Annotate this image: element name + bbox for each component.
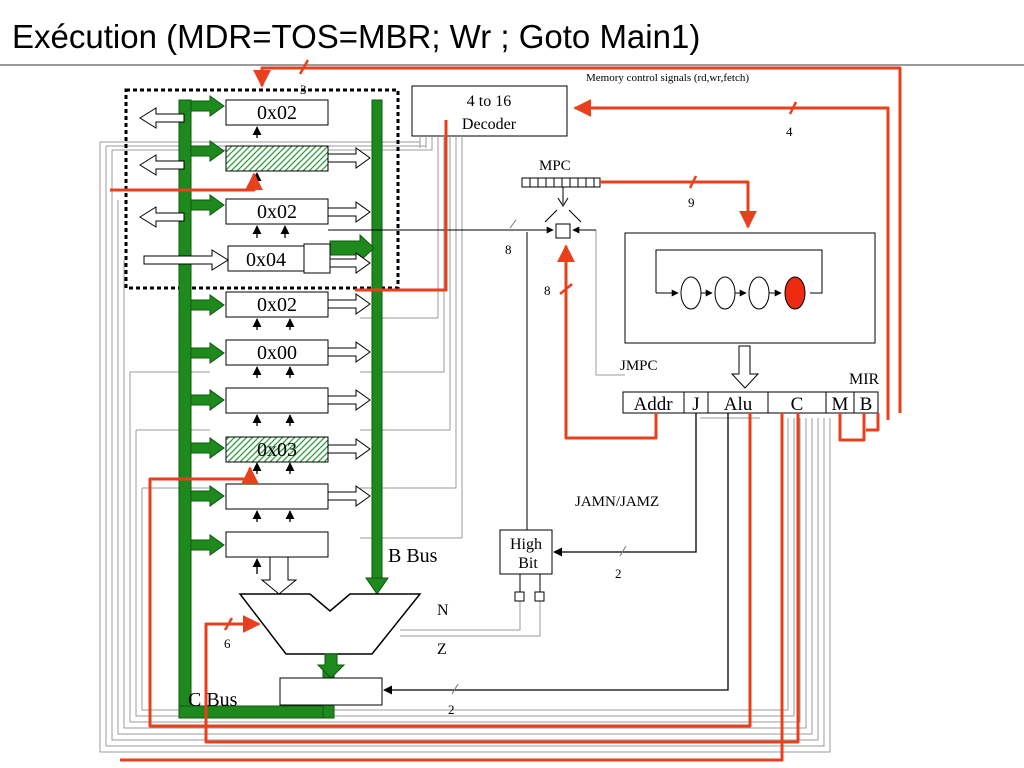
register-opc xyxy=(225,483,329,510)
high-bit-box xyxy=(499,529,553,575)
register-tos-value: 0x03 xyxy=(257,439,297,461)
register-pc-value: 0x02 xyxy=(257,201,297,223)
register-mbr-latch xyxy=(303,243,331,274)
b-bus-label: B Bus xyxy=(388,545,438,567)
register-sp xyxy=(225,291,329,318)
width-addr-feedback: 8 xyxy=(505,242,512,257)
c-bus-to-register-arrows xyxy=(190,95,375,556)
register-pc xyxy=(225,198,329,225)
register-lv xyxy=(225,339,329,366)
register-mar xyxy=(225,99,329,126)
mir-field-m: M xyxy=(832,394,849,415)
jmpc-label: JMPC xyxy=(620,358,658,374)
red-control-paths xyxy=(110,66,902,762)
z-label: Z xyxy=(437,641,447,658)
slide-title: Exécution (MDR=TOS=MBR; Wr ; Goto Main1) xyxy=(12,18,701,55)
decoder-label-line2: Decoder xyxy=(462,116,517,133)
alu xyxy=(238,593,422,655)
width-mpc-out: 9 xyxy=(688,195,695,210)
width-alu-ctrl: 6 xyxy=(224,636,231,651)
register-mar-value: 0x02 xyxy=(257,102,297,124)
width-jam: 2 xyxy=(615,566,622,581)
control-store-state-active xyxy=(784,276,806,310)
width-shifter: 2 xyxy=(448,702,455,717)
n-label: N xyxy=(437,602,449,619)
width-memory-top: 3 xyxy=(300,82,307,97)
mpc-or-gate xyxy=(555,223,571,239)
register-h xyxy=(225,531,329,558)
n-flag xyxy=(514,591,525,602)
register-cpp xyxy=(225,387,329,414)
mir-field-addr: Addr xyxy=(633,394,673,415)
register-mbr-value: 0x04 xyxy=(246,249,286,271)
mpc-register xyxy=(521,177,601,188)
shifter xyxy=(279,677,383,706)
decoder xyxy=(411,85,568,137)
mir-field-b: B xyxy=(860,394,873,415)
c-bus-label: C Bus xyxy=(188,689,238,711)
jamn-jamz-label: JAMN/JAMZ xyxy=(575,494,659,510)
mir-field-c: C xyxy=(791,394,804,415)
register-output-arrows xyxy=(139,107,371,595)
alu-to-shifter-arrow xyxy=(316,653,346,679)
register-lv-value: 0x00 xyxy=(257,342,297,364)
decoder-label-line1: 4 to 16 xyxy=(467,93,511,110)
width-memory-control: 4 xyxy=(786,124,793,139)
mir-field-j: J xyxy=(692,394,699,415)
b-bus-line xyxy=(365,99,389,595)
register-file: 0x02 0x02 0x04 0x02 0x00 0x03 xyxy=(225,99,331,558)
control-store-state-2 xyxy=(714,276,736,310)
z-flag xyxy=(534,591,545,602)
width-mbr-to-mpc: 8 xyxy=(544,283,551,298)
control-store-state-1 xyxy=(680,276,702,310)
high-bit-label-line1: High xyxy=(510,536,542,553)
register-mdr xyxy=(225,145,329,172)
control-store-state-3 xyxy=(748,276,770,310)
title-divider xyxy=(0,64,1024,66)
mir-field-alu: Alu xyxy=(724,394,753,415)
control-store-to-mir-arrow xyxy=(730,345,760,389)
register-sp-value: 0x02 xyxy=(257,294,297,316)
register-tos xyxy=(225,436,329,463)
c-bus-line xyxy=(178,99,335,719)
mir-label: MIR xyxy=(849,371,880,388)
memory-control-label: Memory control signals (rd,wr,fetch) xyxy=(586,72,749,84)
mpc-label: MPC xyxy=(539,158,571,174)
high-bit-label-line2: Bit xyxy=(518,555,538,572)
